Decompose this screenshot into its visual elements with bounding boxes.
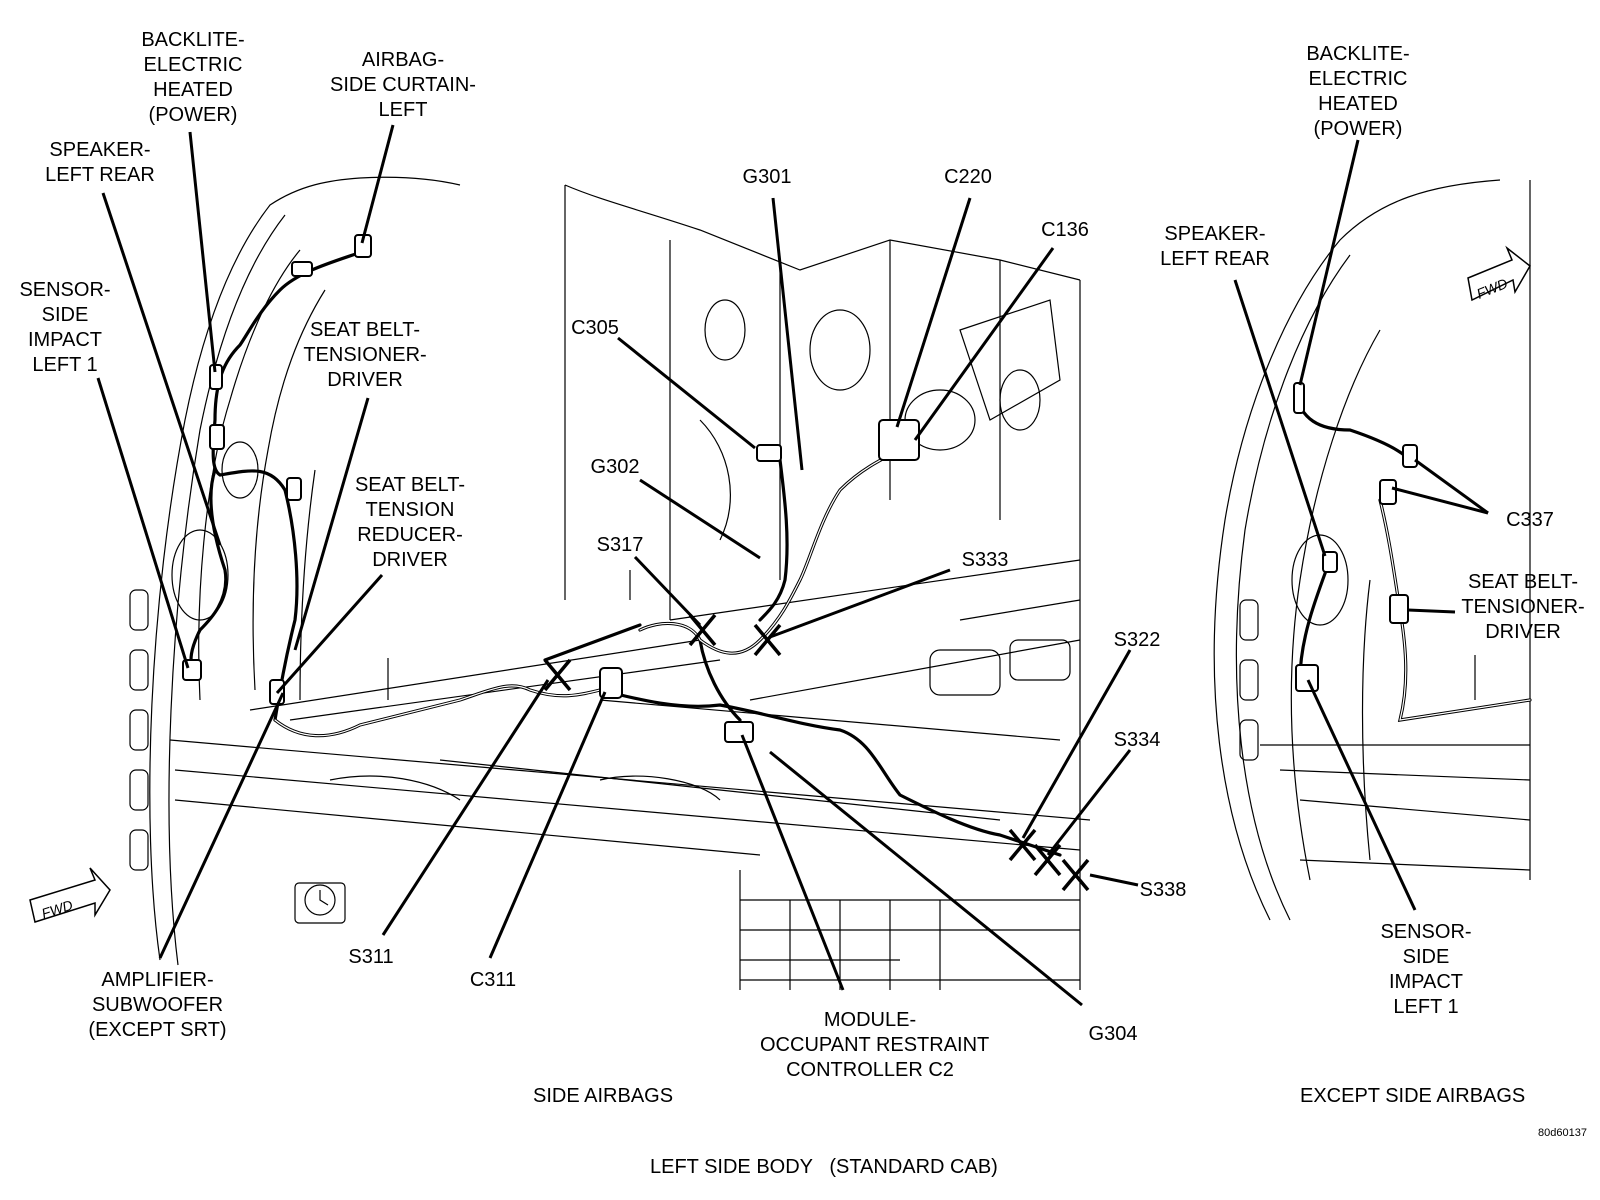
fwd-arrow-right: FWD xyxy=(1467,245,1531,302)
label-c337: C337 xyxy=(1506,509,1554,531)
label-backlite-right: BACKLITE- ELECTRIC HEATED (POWER) xyxy=(1306,43,1410,140)
label-sensor-right: SENSOR- SIDE IMPACT LEFT 1 xyxy=(1380,921,1472,1018)
label-g301: G301 xyxy=(742,166,792,188)
label-speaker-right: SPEAKER- LEFT REAR xyxy=(1160,223,1270,270)
splice-markers xyxy=(543,613,1090,892)
label-s333: S333 xyxy=(961,549,1009,571)
label-backlite-left: BACKLITE- ELECTRIC HEATED (POWER) xyxy=(141,29,245,126)
label-amplifier: AMPLIFIER- SUBWOOFER (EXCEPT SRT) xyxy=(88,969,227,1041)
diagram-title: LEFT SIDE BODY (STANDARD CAB) xyxy=(650,1156,998,1178)
figure-code: 80d60137 xyxy=(1538,1127,1587,1139)
view-title-side-airbags: SIDE AIRBAGS xyxy=(533,1085,674,1107)
label-tensioner-right: SEAT BELT- TENSIONER- DRIVER xyxy=(1461,571,1585,643)
view-title-except-side-airbags: EXCEPT SIDE AIRBAGS xyxy=(1300,1085,1526,1107)
label-c311: C311 xyxy=(469,969,517,991)
label-c136: C136 xyxy=(1041,219,1089,241)
label-g304: G304 xyxy=(1088,1023,1138,1045)
label-s322: S322 xyxy=(1113,629,1161,651)
label-s334: S334 xyxy=(1113,729,1161,751)
right-body-structure xyxy=(1213,179,1531,921)
label-c220: C220 xyxy=(944,166,992,188)
label-s317: S317 xyxy=(596,534,644,556)
connector-shapes xyxy=(182,234,1418,743)
label-c305: C305 xyxy=(571,317,619,339)
label-g302: G302 xyxy=(590,456,640,478)
label-speaker-left: SPEAKER- LEFT REAR xyxy=(45,139,155,186)
callout-leader-lines xyxy=(96,124,1489,1007)
label-airbag-curtain: AIRBAG- SIDE CURTAIN- LEFT xyxy=(330,49,476,121)
label-s338: S338 xyxy=(1139,879,1187,901)
label-module-orc: MODULE- OCCUPANT RESTRAINT CONTROLLER C2 xyxy=(760,1009,990,1081)
label-tensioner-left: SEAT BELT- TENSIONER- DRIVER xyxy=(303,319,427,391)
fwd-arrow-left: FWD xyxy=(29,867,111,923)
label-reducer: SEAT BELT- TENSION REDUCER- DRIVER xyxy=(354,474,466,571)
label-s311: S311 xyxy=(348,946,394,968)
label-sensor-left: SENSOR- SIDE IMPACT LEFT 1 xyxy=(19,279,111,376)
left-body-structure xyxy=(129,176,1476,990)
